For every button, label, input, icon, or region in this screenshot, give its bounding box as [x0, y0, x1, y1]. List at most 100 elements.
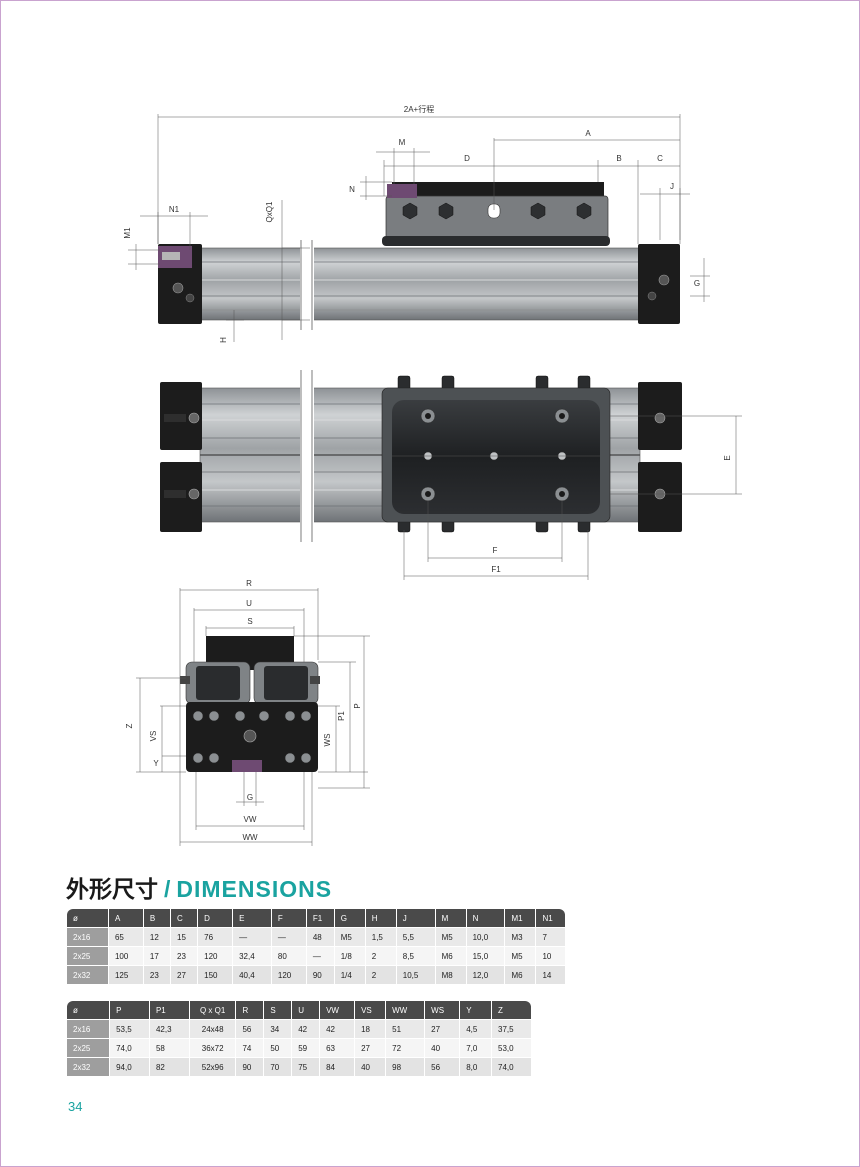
dim-n1: N1 — [169, 205, 180, 214]
table-cell: 100 — [108, 947, 143, 965]
dim-p1: P1 — [337, 711, 346, 721]
heading-separator: / — [164, 876, 171, 902]
table-cell: 53,5 — [110, 1020, 149, 1038]
table-cell: M6 — [505, 966, 536, 984]
side-view: 2A+行程 A M D B C N J N1 QxQ1 M1 G H — [123, 104, 710, 343]
table-header-cell: G — [334, 909, 365, 927]
dim-s: S — [247, 617, 252, 626]
table-header-cell: E — [233, 909, 271, 927]
table-header-cell: P — [110, 1001, 149, 1019]
table-row: 2x25 74,0 58 36x72 74 50 59 63 27 72 40 … — [67, 1039, 531, 1057]
table-header-cell: Y — [460, 1001, 492, 1019]
table-header-cell: WW — [386, 1001, 425, 1019]
table-cell: 1/8 — [334, 947, 365, 965]
table-cell: 12 — [143, 928, 171, 946]
table-cell: 40 — [425, 1039, 460, 1057]
table-cell: 90 — [236, 1058, 264, 1076]
table-cell: 27 — [425, 1020, 460, 1038]
table-cell: 1/4 — [334, 966, 365, 984]
dim-p: P — [353, 703, 362, 708]
table-cell: 2 — [365, 947, 396, 965]
table-row-label: 2x16 — [67, 1020, 110, 1038]
table-cell: 98 — [386, 1058, 425, 1076]
table-row: 2x32 94,0 82 52x96 90 70 75 84 40 98 56 … — [67, 1058, 531, 1076]
table-cell: 56 — [425, 1058, 460, 1076]
end-view: R U S Z VS Y WS P1 P G VW WW — [125, 579, 370, 846]
table-cell: 40 — [355, 1058, 386, 1076]
table-header-cell: R — [236, 1001, 264, 1019]
dim-u: U — [246, 599, 252, 608]
table-cell: M3 — [505, 928, 536, 946]
table-header-cell: F — [271, 909, 306, 927]
table-header-cell: ø — [67, 1001, 110, 1019]
dim-h: H — [219, 337, 228, 343]
dim-qxq1: QxQ1 — [265, 201, 274, 222]
table-cell: 42 — [292, 1020, 320, 1038]
table-cell: 42 — [320, 1020, 355, 1038]
page-number: 34 — [68, 1099, 83, 1114]
dimensions-table-2: ø P P1 Q x Q1 R S U VW VS WW WS Y Z 2x16… — [66, 1000, 532, 1077]
table-cell: M5 — [334, 928, 365, 946]
table-cell: 1,5 — [365, 928, 396, 946]
table-cell: 8,5 — [396, 947, 435, 965]
dim-g: G — [694, 279, 700, 288]
table-cell: 53,0 — [492, 1039, 531, 1057]
table-cell: 10 — [536, 947, 565, 965]
table-header-row: ø A B C D E F F1 G H J M N M1 N1 — [67, 909, 565, 927]
dim-a: A — [585, 129, 591, 138]
table-cell: 59 — [292, 1039, 320, 1057]
table-cell: 65 — [108, 928, 143, 946]
table-row-label: 2x25 — [67, 947, 108, 965]
dim-r: R — [246, 579, 252, 588]
table-cell: 72 — [386, 1039, 425, 1057]
table-cell: — — [271, 928, 306, 946]
table-cell: 27 — [171, 966, 198, 984]
table-cell: 74,0 — [110, 1039, 149, 1057]
table-cell: 4,5 — [460, 1020, 492, 1038]
table-cell: 17 — [143, 947, 171, 965]
table-cell: 48 — [306, 928, 334, 946]
table-row-label: 2x25 — [67, 1039, 110, 1057]
table-cell: 5,5 — [396, 928, 435, 946]
table-header-cell: F1 — [306, 909, 334, 927]
dim-2a-stroke: 2A+行程 — [404, 104, 434, 114]
table-header-cell: N — [466, 909, 505, 927]
table-cell: 125 — [108, 966, 143, 984]
table-cell: — — [233, 928, 271, 946]
table-header-cell: M — [435, 909, 466, 927]
table-cell: 23 — [143, 966, 171, 984]
table-cell: 70 — [264, 1058, 292, 1076]
dim-d: D — [464, 154, 470, 163]
table-header-cell: ø — [67, 909, 108, 927]
table-header-cell: S — [264, 1001, 292, 1019]
dim-b: B — [616, 154, 621, 163]
table-cell: 94,0 — [110, 1058, 149, 1076]
table-cell: 120 — [198, 947, 233, 965]
table-cell: 18 — [355, 1020, 386, 1038]
dim-j: J — [670, 182, 674, 191]
table-header-cell: B — [143, 909, 171, 927]
table-cell: 150 — [198, 966, 233, 984]
table-header-cell: D — [198, 909, 233, 927]
table-header-cell: M1 — [505, 909, 536, 927]
dim-ww: WW — [242, 833, 258, 842]
dim-e: E — [723, 455, 732, 460]
table-cell: 76 — [198, 928, 233, 946]
dim-n: N — [349, 185, 355, 194]
dim-f: F — [493, 546, 498, 555]
table-cell: 23 — [171, 947, 198, 965]
dim-m: M — [399, 138, 406, 147]
table-header-cell: Z — [492, 1001, 531, 1019]
table-header-cell: A — [108, 909, 143, 927]
table-cell: M5 — [505, 947, 536, 965]
table-cell: M6 — [435, 947, 466, 965]
table-cell: 7,0 — [460, 1039, 492, 1057]
table-cell: 52x96 — [189, 1058, 236, 1076]
table-cell: 56 — [236, 1020, 264, 1038]
dim-c: C — [657, 154, 663, 163]
table-header-cell: H — [365, 909, 396, 927]
table-cell: 15,0 — [466, 947, 505, 965]
table-row: 2x16 53,5 42,3 24x48 56 34 42 42 18 51 2… — [67, 1020, 531, 1038]
table-cell: 63 — [320, 1039, 355, 1057]
heading-chinese: 外形尺寸 — [66, 876, 158, 902]
